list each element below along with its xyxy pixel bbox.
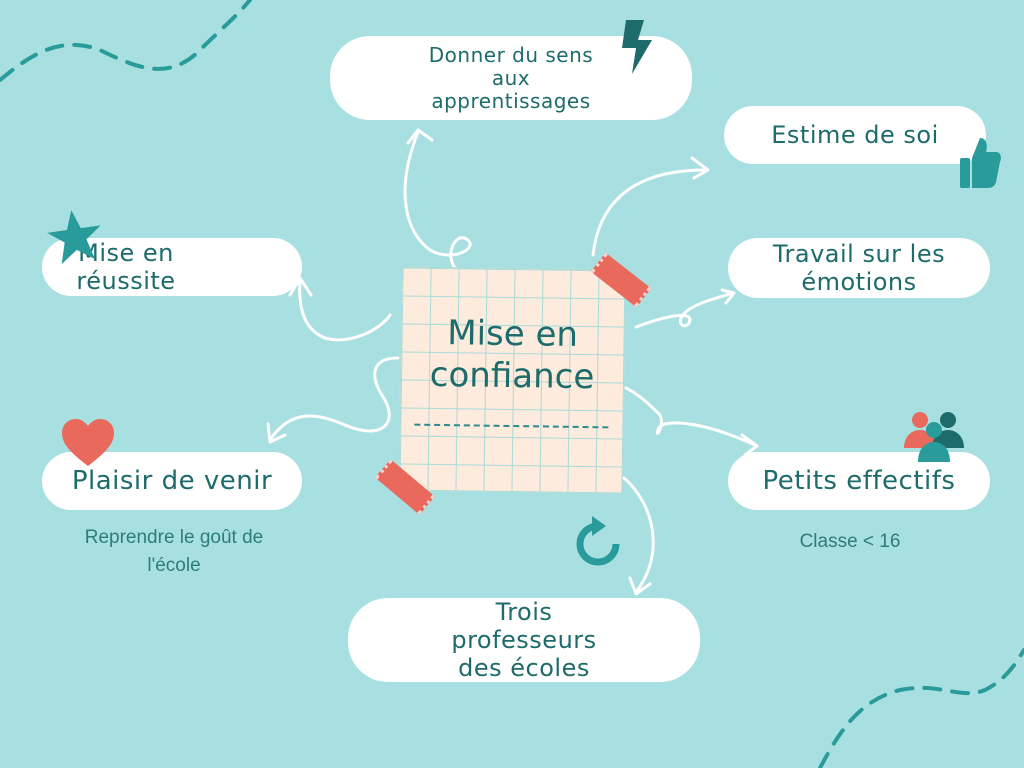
arrowhead-trois — [628, 576, 652, 596]
node-label: professeurs — [451, 626, 597, 654]
node-label: Plaisir de venir — [71, 466, 273, 496]
node-label: des écoles — [458, 654, 590, 682]
arrow-to-estime — [591, 168, 707, 257]
node-estime: Estime de soi — [724, 106, 986, 164]
arrow-to-emotions — [634, 291, 735, 329]
node-plaisir: Plaisir de venir — [42, 452, 302, 510]
node-label: émotions — [801, 268, 917, 296]
central-dashed-underline — [414, 423, 609, 429]
decorative-dashed-curve-bottom — [818, 648, 1024, 768]
central-title: Mise en confiance — [401, 311, 624, 398]
arrow-to-trois — [622, 476, 655, 594]
caption-plaisir: Reprendre le goût de l'école — [50, 524, 298, 580]
arrow-to-sens — [403, 130, 472, 270]
node-label: réussite — [76, 267, 176, 295]
arrowhead-sens — [406, 128, 434, 145]
heart-icon — [62, 419, 114, 466]
node-label: Estime de soi — [771, 121, 939, 149]
arrowhead-plaisir — [266, 422, 287, 444]
caption-effectifs: Classe < 16 — [760, 528, 940, 556]
refresh-icon — [576, 516, 620, 566]
central-note: Mise en confiance — [398, 266, 626, 494]
node-label: Petits effectifs — [762, 466, 956, 496]
lightning-icon — [622, 20, 652, 74]
decorative-dashed-curve-top — [0, 0, 252, 82]
node-label: Trois — [495, 598, 553, 626]
arrowhead-estime — [690, 156, 710, 180]
star-icon — [47, 210, 101, 265]
central-title-line: confiance — [429, 354, 595, 398]
thumbs-up-icon — [960, 138, 1001, 188]
arrowhead-emotions — [720, 288, 736, 305]
people-icon — [904, 412, 964, 462]
arrow-to-plaisir — [268, 356, 400, 442]
node-reussite: Mise en réussite — [42, 238, 302, 296]
caption-line: Reprendre le goût de — [84, 527, 264, 548]
node-trois: Trois professeurs des écoles — [348, 598, 700, 682]
caption-line: l'école — [147, 555, 201, 576]
node-label: apprentissages — [431, 88, 591, 113]
node-sens: Donner du sens aux apprentissages — [330, 36, 692, 120]
node-emotions: Travail sur les émotions — [728, 238, 990, 298]
central-title-line: Mise en — [447, 313, 579, 355]
arrow-to-reussite — [298, 278, 392, 342]
node-label: Donner du sens — [428, 42, 594, 67]
node-label: Travail sur les — [772, 240, 946, 268]
arrowhead-reussite — [288, 276, 313, 297]
caption-line: Classe < 16 — [799, 531, 901, 552]
node-label: aux — [491, 65, 531, 90]
node-label: Mise en — [78, 239, 174, 267]
arrow-to-effectifs — [624, 386, 757, 447]
